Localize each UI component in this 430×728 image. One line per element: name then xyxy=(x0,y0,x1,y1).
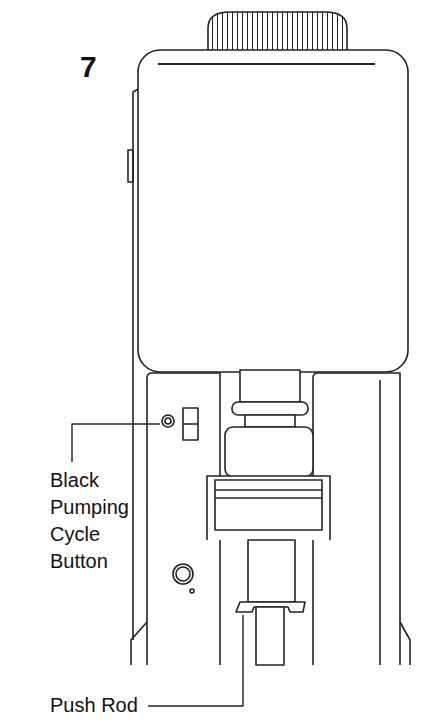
fill-line xyxy=(158,63,375,65)
leader-line xyxy=(148,615,243,706)
pump-neck xyxy=(245,415,295,427)
bottle-cap xyxy=(208,12,347,50)
pump-bracket xyxy=(207,476,330,540)
soap-bottle xyxy=(138,50,408,372)
pump-body xyxy=(225,427,313,477)
step-number: 7 xyxy=(80,50,120,84)
neck-collar xyxy=(232,402,308,415)
right-leg xyxy=(400,622,410,665)
housing-tab xyxy=(128,150,133,182)
push-rod xyxy=(256,607,284,665)
leader-line xyxy=(72,424,160,462)
panel-edge xyxy=(379,380,381,665)
bottle-neck xyxy=(240,370,300,402)
band-line xyxy=(215,489,322,491)
band-line xyxy=(215,497,322,499)
part-name: Push Rod xyxy=(50,692,145,719)
pump-band xyxy=(215,480,322,530)
left-leg xyxy=(131,622,147,665)
lower-button xyxy=(173,564,193,584)
switch xyxy=(183,408,198,440)
part-name: Black Pumping Cycle Button xyxy=(50,467,132,575)
pump-cylinder xyxy=(248,540,295,602)
